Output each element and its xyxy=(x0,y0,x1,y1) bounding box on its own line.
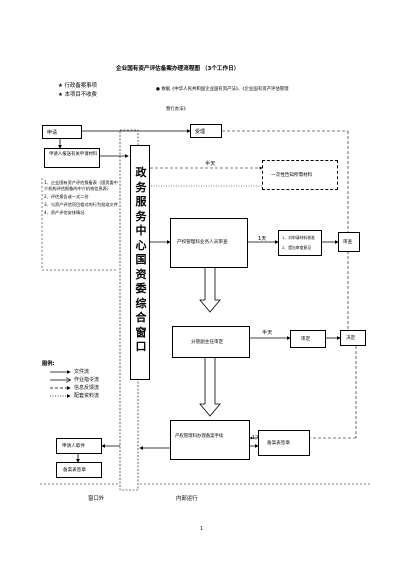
chief-sign-label: 产权管理科办理备案手续 xyxy=(175,434,224,439)
legend-item-supporting: 配套资料流 xyxy=(74,393,100,399)
section-review-box: 产权管理科业务人员审查 xyxy=(170,218,248,268)
page-number: 1 xyxy=(200,527,204,532)
central-window-box: 政务服务中心国资委综合窗口 xyxy=(130,145,150,380)
legend-item-instruction: 作业指令流 xyxy=(74,377,100,383)
review-note-1: 1、对申请材料核准 xyxy=(282,235,315,240)
notify-once-box: 一次性告知所需材料 xyxy=(262,160,338,190)
notify-once-label: 一次性告知所需材料 xyxy=(271,173,313,178)
deputy-review-box: 分管副主任审定 xyxy=(172,326,250,358)
legend-item-file: 文件流 xyxy=(74,369,90,375)
review-notes-box: 1、对申请材料核准 2、提出审查意见 xyxy=(278,230,322,256)
deputy-review-label: 分管副主任审定 xyxy=(191,340,224,345)
no-fee-note: ★ 本项目不收费 xyxy=(58,92,97,98)
materials-list: 1、企业国有资产评估报备表（国资委中介机构评估报备的中介机构信息表） 2、评估报… xyxy=(44,180,120,216)
filing-stamp-box: 备案表签章 xyxy=(56,462,102,478)
page-title: 企业国有资产评估备案办理流程图 （3个工作日） xyxy=(116,66,240,72)
filing-stamp-label: 备案表签章 xyxy=(63,468,86,473)
one-day-label-1: 1天 xyxy=(258,236,267,242)
material-item-3: 3、与资产评估项目相对的行为批准文件 xyxy=(44,202,118,207)
half-day-label-2: 半天 xyxy=(262,330,273,336)
accept-box: 受理 xyxy=(190,124,222,138)
central-window-label: 政务服务中心国资委综合窗口 xyxy=(135,166,147,353)
decision-label: 决定 xyxy=(346,336,356,341)
applicant-collect-box: 申请人取件 xyxy=(56,438,102,454)
applicant-submit-box: 申请人报送有关申请材料 xyxy=(44,148,100,168)
approve-label: 审定 xyxy=(301,337,311,342)
apply-label: 申请 xyxy=(47,130,58,136)
legend-title: 图例: xyxy=(42,361,55,367)
filing-visa-label: 备案表签章 xyxy=(267,441,290,446)
section-review-label: 产权管理科业务人员审查 xyxy=(177,240,228,245)
apply-box: 申请 xyxy=(42,125,82,139)
filing-visa-box: 备案表签章 xyxy=(258,430,310,456)
accept-label: 受理 xyxy=(195,129,206,135)
material-item-1: 1、企业国有资产评估报备表（国资委中介机构评估报备的中介机构信息表） xyxy=(44,180,118,191)
legal-basis-line-2: 暂行办法》 xyxy=(166,107,188,112)
one-day-label-2: 1天 xyxy=(252,436,260,441)
review-label: 审查 xyxy=(343,240,353,245)
review-box: 审查 xyxy=(338,232,360,252)
applicant-collect-label: 申请人取件 xyxy=(62,444,85,449)
chief-sign-box: 产权管理科办理备案手续 xyxy=(170,420,250,460)
half-day-label-1: 半天 xyxy=(205,161,216,167)
decision-box: 决定 xyxy=(340,330,366,346)
legend-item-feedback: 信息反馈流 xyxy=(74,385,100,391)
outside-window-label: 窗口外 xyxy=(88,496,105,502)
material-item-2: 2、评估报告或一式二份 xyxy=(44,194,89,199)
internal-operation-label: 内部运行 xyxy=(176,496,198,502)
admin-filing-note: ★ 行政备案事项 xyxy=(58,83,97,89)
applicant-submit-label: 申请人报送有关申请材料 xyxy=(49,152,98,157)
approve-box: 审定 xyxy=(290,330,326,348)
material-item-4: 4、资产评估安排情况 xyxy=(44,210,85,215)
review-note-2: 2、提出审查意见 xyxy=(282,245,311,250)
legal-basis-line-1: ● 依据《中华人民共和国企业国有资产法》、《企业国有资产评估管理 xyxy=(156,87,289,92)
